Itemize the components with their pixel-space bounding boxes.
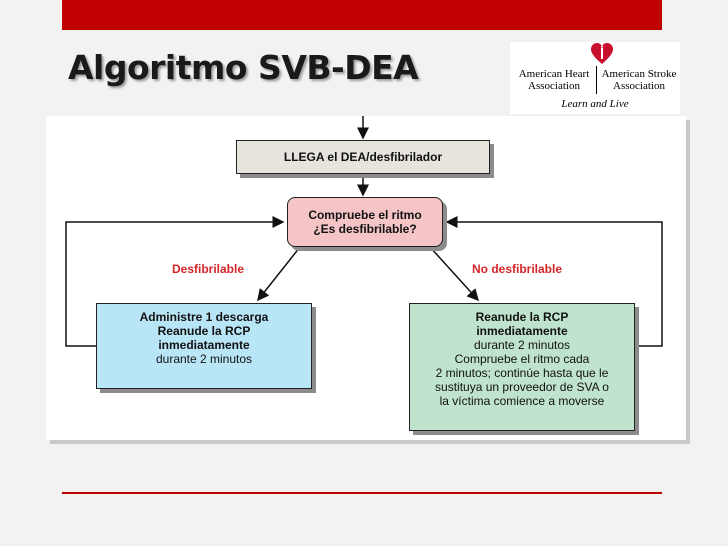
check-rhythm-line1: Compruebe el ritmo — [308, 208, 422, 222]
asa-wordmark: American Stroke Association — [598, 68, 680, 92]
ritmo-to-right-arrow — [429, 246, 480, 302]
resume-cpr-box: Reanude la RCP inmediatamente durante 2 … — [409, 303, 635, 431]
aha-wordmark: American Heart Association — [512, 68, 596, 92]
shock-line1: Administre 1 descarga — [139, 310, 269, 324]
ritmo-to-left-arrow — [257, 246, 301, 302]
aha-line1: American Heart — [518, 68, 590, 80]
slide-title: Algoritmo SVB-DEA — [68, 48, 419, 87]
non-shockable-label: No desfibrilable — [472, 262, 563, 276]
shock-action-box: Administre 1 descarga Reanude la RCP inm… — [96, 303, 312, 389]
shock-line4: durante 2 minutos — [155, 352, 253, 366]
right-loop-arrow — [445, 216, 663, 347]
shockable-label: Desfibrilable — [172, 262, 245, 276]
top-accent-bar — [62, 0, 662, 30]
llega-dea-text: LLEGA el DEA/desfibrilador — [283, 150, 443, 164]
llega-dea-box: LLEGA el DEA/desfibrilador — [236, 140, 490, 174]
resume-line7: la víctima comience a moverse — [439, 394, 605, 408]
resume-line5: 2 minutos; continúe hasta que le — [435, 366, 609, 380]
heart-torch-icon — [591, 43, 613, 64]
resume-line2: inmediatamente — [476, 324, 568, 338]
bottom-accent-line — [62, 492, 662, 494]
left-loop-arrow — [65, 216, 285, 347]
check-rhythm-line2: ¿Es desfibrilable? — [313, 222, 417, 236]
asa-line1: American Stroke — [601, 68, 677, 80]
resume-line1: Reanude la RCP — [475, 310, 569, 324]
resume-line4: Compruebe el ritmo cada — [454, 352, 590, 366]
aha-line2: Association — [528, 80, 580, 92]
shock-line3: inmediatamente — [158, 338, 250, 352]
asa-line2: Association — [613, 80, 665, 92]
check-rhythm-box: Compruebe el ritmo ¿Es desfibrilable? — [287, 197, 443, 247]
resume-line3: durante 2 minutos — [473, 338, 571, 352]
logo-tagline: Learn and Live — [561, 98, 629, 110]
aha-asa-logo: American Heart Association American Stro… — [510, 42, 680, 114]
logo-divider — [596, 66, 597, 94]
resume-line6: sustituya un proveedor de SVA o — [435, 380, 609, 394]
shock-line2: Reanude la RCP — [157, 324, 251, 338]
